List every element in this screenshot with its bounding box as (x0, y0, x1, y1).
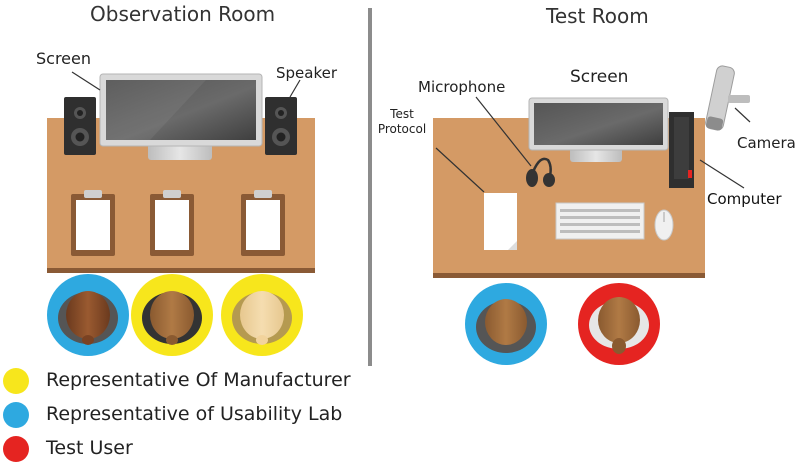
legend-label-usability-lab: Representative of Usability Lab (46, 403, 343, 425)
camera-label: Camera (737, 134, 796, 152)
observation-monitor-icon (99, 73, 263, 160)
observation-room-title: Observation Room (90, 2, 276, 26)
computer-tower-icon (669, 112, 694, 188)
legend-label-manufacturer: Representative Of Manufacturer (46, 369, 351, 391)
mouse-icon (654, 209, 674, 241)
camera-icon (705, 65, 750, 131)
keyboard-icon (555, 202, 645, 240)
test-protocol-callout-line (435, 147, 485, 193)
test-protocol-paper-icon (484, 193, 517, 250)
screen-callout-line (71, 71, 101, 91)
observation-screen-label: Screen (36, 49, 92, 68)
camera-callout-line (734, 107, 751, 123)
person-manufacturer-representative (131, 274, 213, 356)
right-speaker-icon (265, 97, 297, 155)
clipboard-icon (150, 190, 194, 256)
test-monitor-icon (528, 97, 669, 162)
microphone-label: Microphone (418, 78, 506, 96)
person-manufacturer-representative (221, 274, 303, 356)
test-protocol-label-line1: Test (390, 107, 414, 121)
speaker-callout-line (289, 79, 301, 98)
legend-swatch-test-user (3, 436, 29, 462)
test-room-title: Test Room (546, 4, 649, 28)
legend-swatch-usability-lab (3, 402, 29, 428)
speaker-label: Speaker (276, 64, 338, 82)
test-screen-label: Screen (570, 67, 629, 87)
room-divider (368, 8, 372, 366)
clipboard-icon (71, 190, 115, 256)
test-protocol-label-line2: Protocol (377, 122, 427, 136)
microphone-icon (526, 157, 555, 187)
computer-callout-line (699, 159, 745, 189)
computer-label: Computer (707, 190, 782, 208)
clipboard-icon (241, 190, 285, 256)
legend-label-test-user: Test User (46, 437, 133, 459)
person-lab-representative (465, 283, 547, 365)
person-lab-representative (47, 274, 129, 356)
test-protocol-label: Test Protocol (372, 107, 432, 137)
legend-swatch-manufacturer (3, 368, 29, 394)
left-speaker-icon (64, 97, 96, 155)
person-test-user (578, 283, 660, 365)
microphone-callout-line (475, 96, 532, 167)
